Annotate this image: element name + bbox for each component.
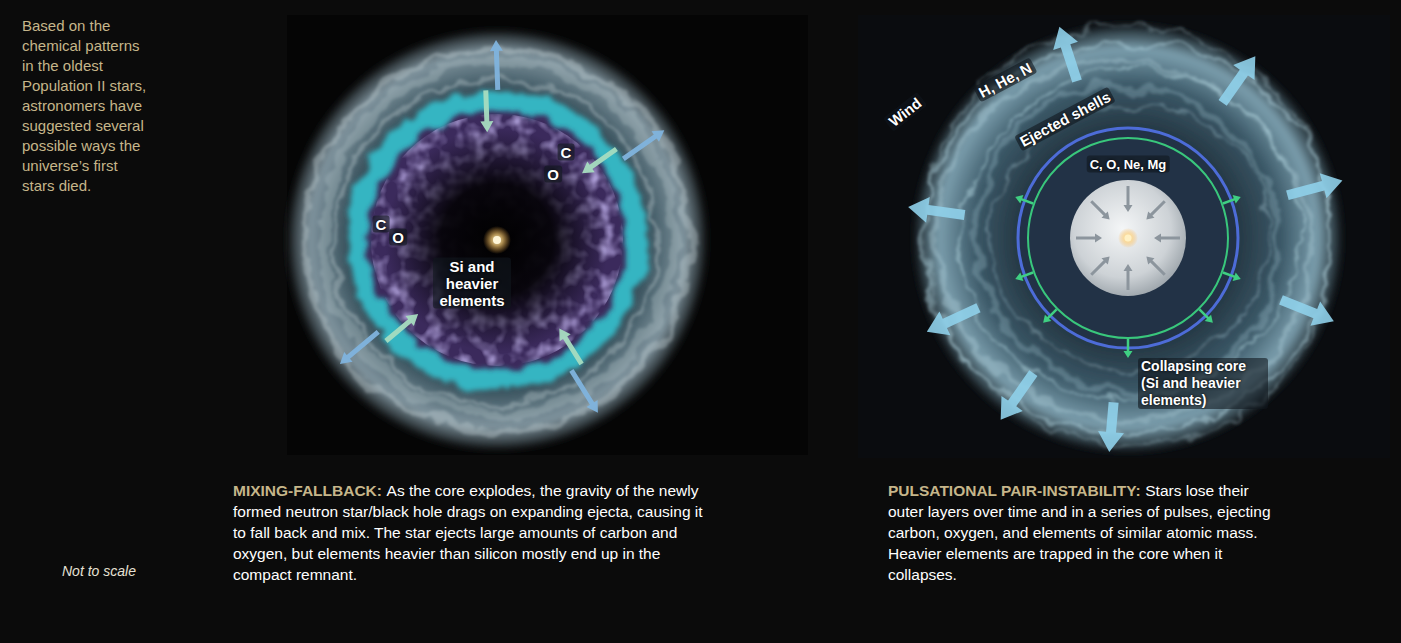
core-center <box>1125 235 1132 242</box>
outflow-arrow <box>340 330 380 364</box>
fallback-arrow <box>582 147 618 173</box>
wind-wisp <box>901 8 1361 461</box>
wind-wisp <box>969 83 1291 392</box>
cyan-shell <box>347 90 647 390</box>
wind-arrow <box>1001 370 1038 420</box>
wind-arrow <box>1286 173 1342 200</box>
shell-ejection-arrow <box>1043 309 1057 323</box>
wind-arrow <box>1219 56 1256 106</box>
core-glow <box>1118 228 1138 248</box>
shell-region <box>1018 128 1238 348</box>
element-label: C <box>558 144 575 161</box>
wind-wisp <box>866 0 1393 504</box>
shell-ejection-arrow <box>1222 195 1240 205</box>
core-label: Collapsing core (Si and heavier elements… <box>1138 358 1268 409</box>
fallback-arrow <box>480 90 493 132</box>
scale-note: Not to scale <box>62 562 136 580</box>
shell-ejection-arrow <box>1199 309 1213 323</box>
mottled-mixing <box>371 114 623 366</box>
caption-block: PULSATIONAL PAIR-INSTABILITY:Stars lose … <box>888 480 1273 585</box>
collapse-arrow <box>1154 234 1180 243</box>
ejected-shell-ring <box>1018 128 1238 348</box>
shell-composition-label: C, O, Ne, Mg <box>1087 156 1170 173</box>
element-label: O <box>389 229 407 246</box>
core-label: Si and heavier elements <box>433 258 511 309</box>
outflow-arrow <box>490 40 503 90</box>
element-label: C <box>373 216 390 233</box>
collapse-arrow <box>1124 264 1133 290</box>
flow-arrows <box>340 27 1343 452</box>
collapsing-core <box>1070 180 1186 296</box>
wind-wisp <box>913 25 1340 454</box>
outflow-arrow <box>569 369 598 413</box>
shell-ejection-arrow <box>1222 271 1240 281</box>
caption-heading: PULSATIONAL PAIR-INSTABILITY: <box>888 482 1141 499</box>
ejecta-wisp <box>305 48 689 432</box>
shell-ejection-arrow <box>1015 271 1033 281</box>
collapse-arrow <box>1090 256 1109 275</box>
shell-ejection-arrow <box>1015 195 1033 205</box>
wind-wisps <box>866 0 1393 504</box>
purple-mixing-zone <box>367 110 627 370</box>
wind-arrow <box>1098 402 1124 452</box>
wind-arrow <box>1053 27 1082 83</box>
ejecta-wisps <box>305 48 689 432</box>
collapse-arrow <box>1076 234 1102 243</box>
outflow-arrow <box>622 130 664 161</box>
wind-arrow <box>927 303 981 335</box>
metal-shell-ring <box>1028 138 1228 338</box>
wind-arrow <box>1279 295 1334 326</box>
dark-core-region <box>385 128 609 352</box>
wind-arrow <box>908 197 965 223</box>
ejecta-wisp <box>323 62 675 414</box>
wind-swirl <box>910 20 1346 456</box>
wind-wisp <box>923 42 1333 434</box>
collapse-arrow <box>1146 256 1165 275</box>
collapse-arrow <box>1124 186 1133 212</box>
fallback-arrow <box>559 328 583 365</box>
remnant-glow <box>483 226 511 254</box>
shell-ejection-arrow <box>1124 339 1133 358</box>
compact-remnant <box>493 236 501 244</box>
wind-wisp <box>885 9 1360 472</box>
caption-heading: MIXING-FALLBACK: <box>233 482 382 499</box>
outer-halo <box>283 26 711 454</box>
caption-block: MIXING-FALLBACK:As the core explodes, th… <box>233 480 703 585</box>
ejecta-wisp <box>333 80 657 404</box>
collapse-arrow <box>1146 200 1165 219</box>
intro-text: Based on the chemical patterns in the ol… <box>22 16 152 196</box>
element-label: O <box>544 166 562 183</box>
collapse-arrow <box>1090 200 1109 219</box>
fallback-arrow <box>384 314 418 343</box>
